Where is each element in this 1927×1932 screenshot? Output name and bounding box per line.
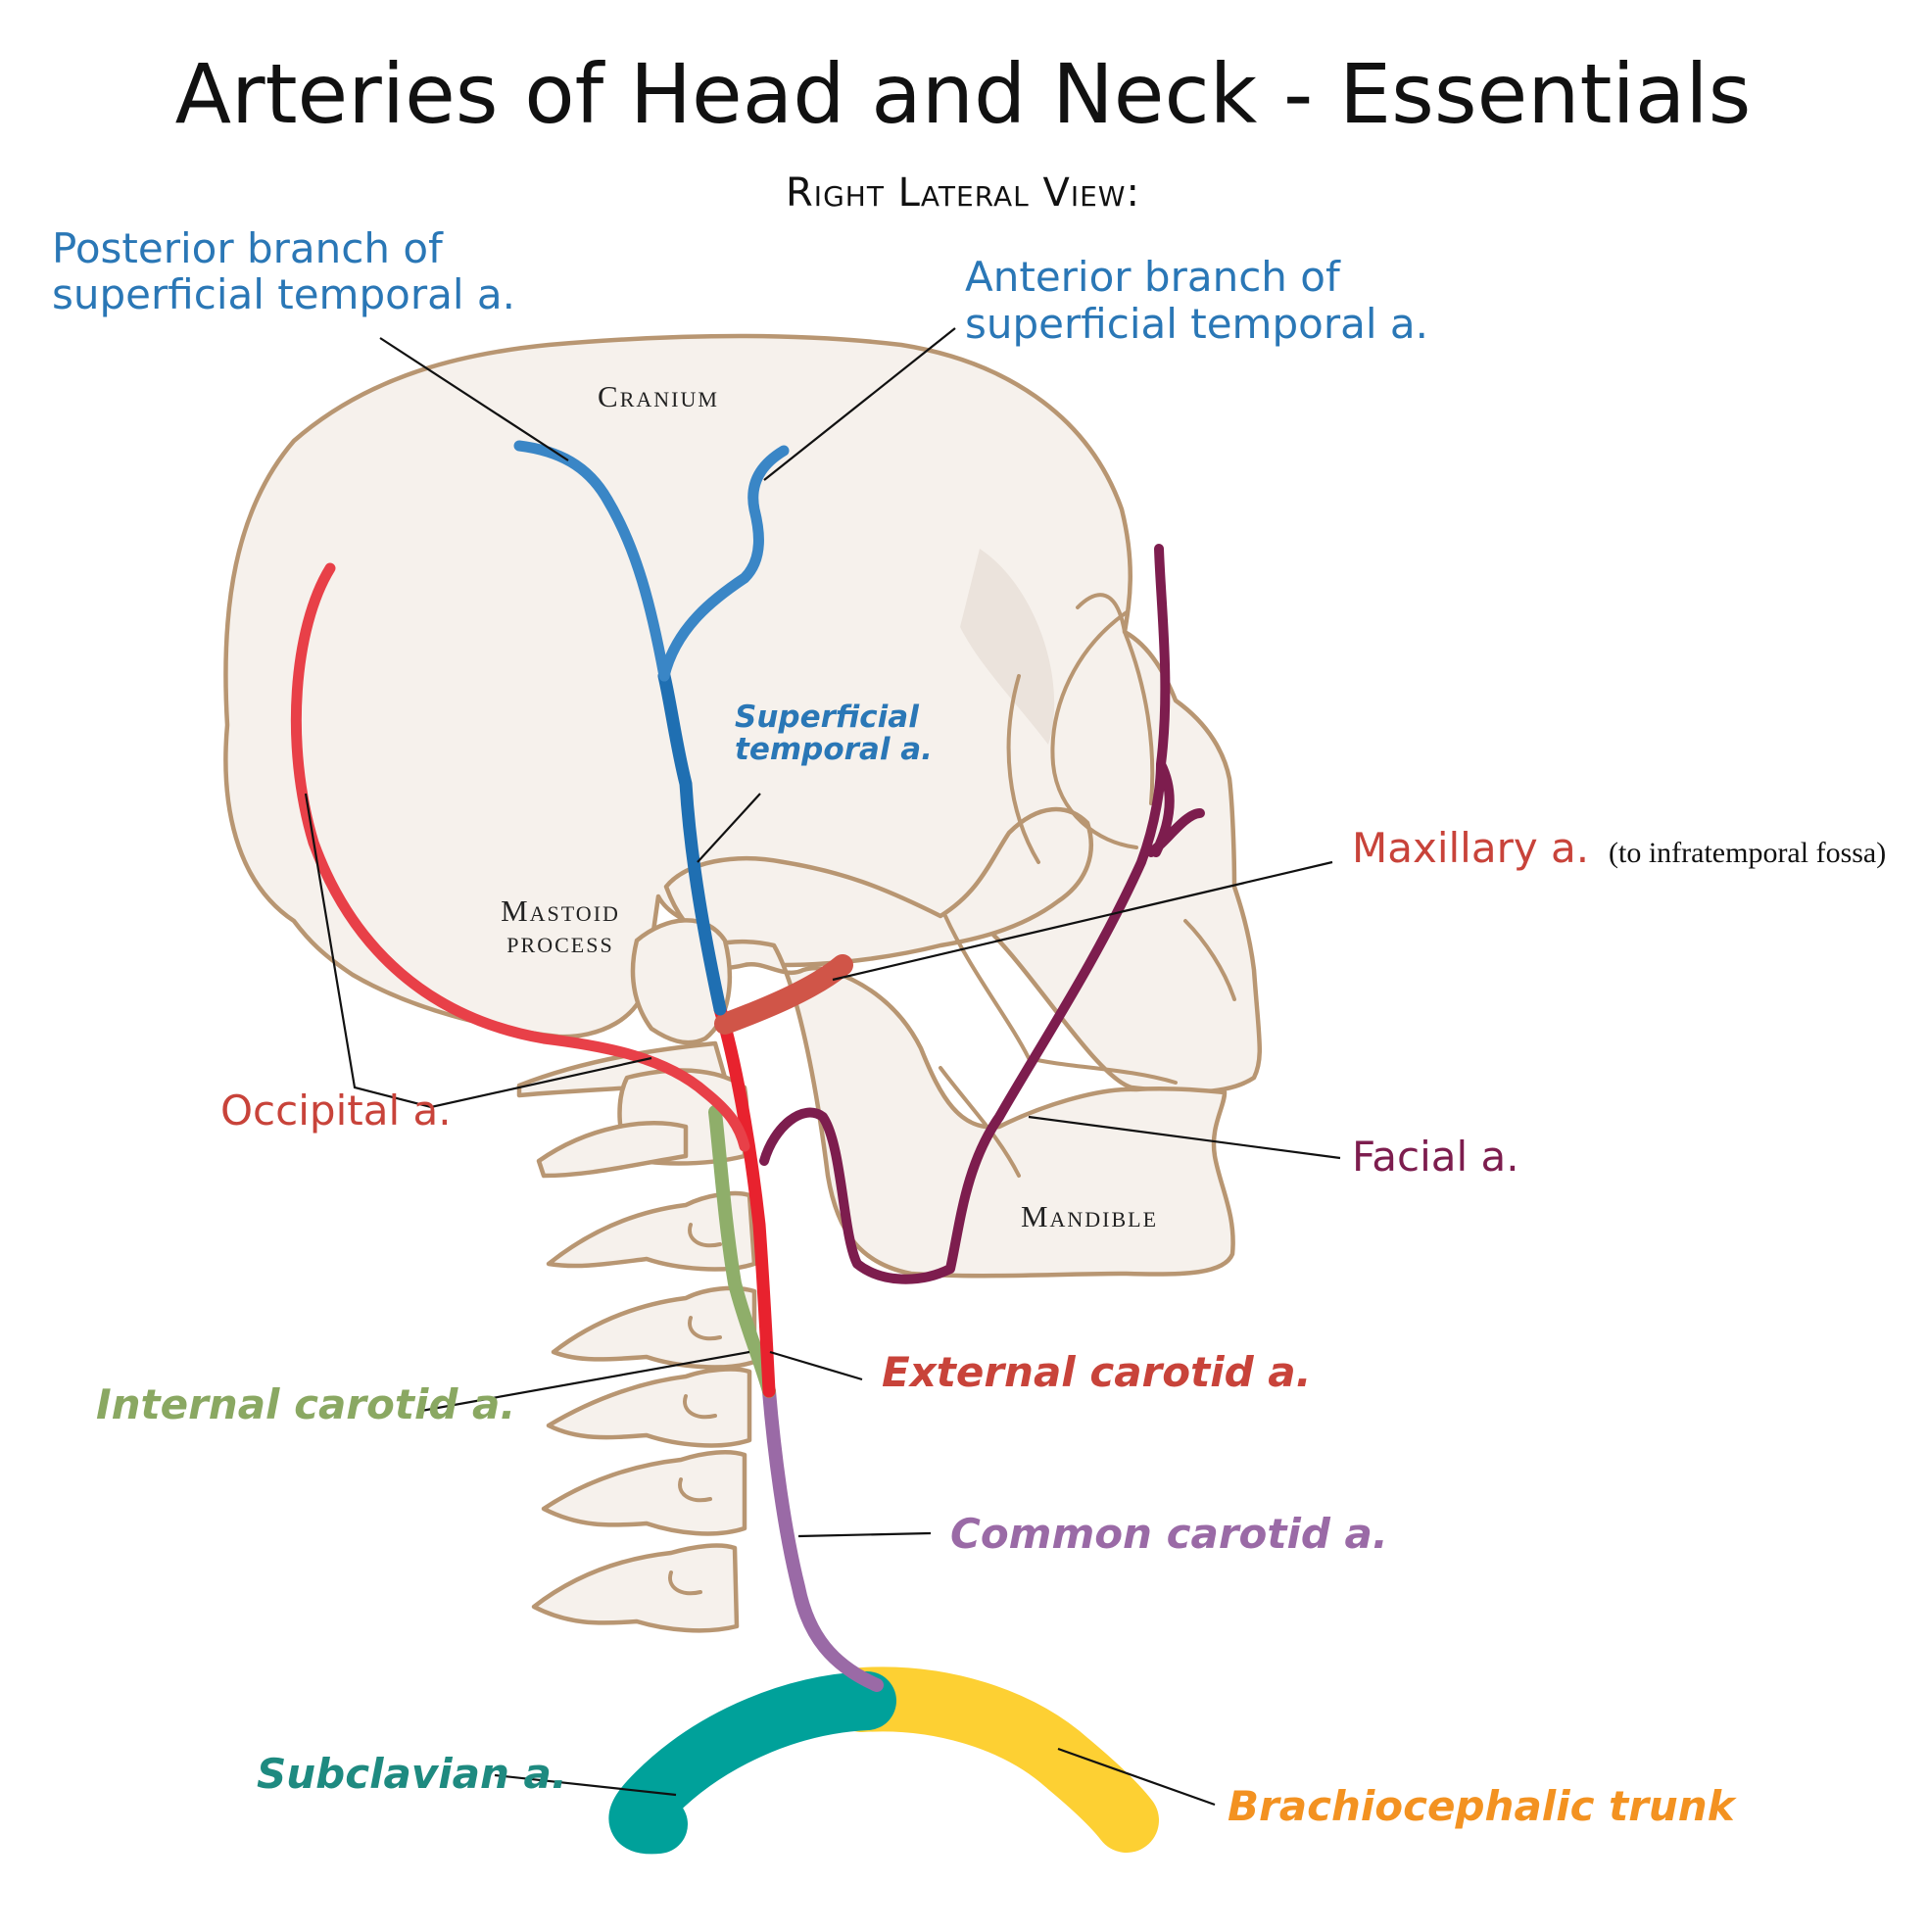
label-internal-carotid: Internal carotid a. — [96, 1380, 515, 1428]
facet-line-3 — [683, 1394, 717, 1420]
leader-common-carotid — [797, 1531, 932, 1538]
skull — [223, 333, 1262, 1094]
leader-posterior-branch — [379, 337, 569, 461]
facet-line-2 — [688, 1316, 722, 1341]
label-brachiocephalic: Brachiocephalic trunk — [1228, 1782, 1738, 1830]
leader-brachiocephalic — [1057, 1747, 1216, 1807]
facial-artery — [759, 544, 1205, 1284]
nasal-line — [1123, 630, 1155, 805]
vertebra-c6 — [541, 1450, 747, 1536]
internal-carotid-artery — [708, 1105, 776, 1398]
cranium-label: Cranium — [598, 379, 719, 413]
maxillary-artery — [714, 954, 853, 1035]
temporal-ridge — [1006, 674, 1040, 864]
external-carotid-artery — [713, 1002, 776, 1398]
leader-internal-carotid — [420, 1350, 750, 1413]
mandible — [683, 939, 1235, 1279]
label-anterior-branch-line2: superficial temporal a. — [965, 300, 1428, 348]
leader-maxillary — [832, 860, 1333, 982]
maxilla-inner — [1183, 919, 1236, 1001]
mandible-label: Mandible — [1021, 1199, 1158, 1233]
subclavian-artery — [608, 1671, 896, 1855]
leader-lines — [304, 327, 1341, 1807]
vertebra-c7 — [531, 1543, 740, 1633]
leader-anterior-branch — [763, 327, 956, 481]
label-posterior-branch-line1: Posterior branch of — [52, 224, 444, 272]
label-posterior-branch-line2: superficial temporal a. — [52, 270, 515, 318]
label-subclavian: Subclavian a. — [257, 1750, 567, 1798]
mandible-notch — [939, 1066, 1021, 1178]
common-carotid-artery — [762, 1384, 884, 1692]
zygomatic-arch — [663, 806, 1093, 968]
leader-facial — [1028, 1115, 1341, 1160]
leader-external-carotid — [769, 1350, 863, 1381]
label-superficial-temporal-line1: Superficial — [735, 700, 919, 735]
arteries — [290, 440, 1205, 1855]
vertebra-c3 — [546, 1190, 757, 1272]
cranium-shading — [960, 549, 1055, 745]
vertebra-c2-process — [536, 1121, 689, 1179]
facet-line-4 — [678, 1477, 712, 1503]
anterior-branch-superficial-temporal — [658, 445, 790, 682]
vertebra-c5 — [546, 1367, 752, 1448]
brow-line — [1076, 593, 1127, 634]
label-anterior-branch-line1: Anterior branch of — [965, 253, 1341, 301]
label-maxillary: Maxillary a. — [1352, 824, 1589, 872]
eye-orbit — [1050, 610, 1138, 849]
vertebra-c4 — [551, 1285, 757, 1370]
label-superficial-temporal-line2: temporal a. — [735, 732, 933, 767]
leader-occipital — [304, 793, 652, 1109]
facet-line-5 — [668, 1570, 702, 1596]
leader-superficial-temporal — [697, 793, 761, 863]
brachiocephalic-trunk — [830, 1666, 1159, 1853]
leader-subclavian — [494, 1773, 677, 1797]
occipital-artery — [290, 562, 750, 1152]
diagram-title: Arteries of Head and Neck - Essentials — [175, 46, 1752, 142]
label-occipital: Occipital a. — [220, 1087, 452, 1135]
label-facial: Facial a. — [1352, 1133, 1519, 1181]
label-external-carotid: External carotid a. — [882, 1348, 1312, 1396]
posterior-branch-superficial-temporal — [513, 440, 670, 682]
facet-line-1 — [688, 1223, 722, 1248]
label-common-carotid: Common carotid a. — [950, 1510, 1388, 1558]
cervical-spine — [516, 1040, 757, 1633]
diagram-subtitle: Right Lateral View: — [786, 170, 1140, 216]
mandible-outline — [683, 939, 1235, 1279]
mastoid-label-line2: process — [506, 925, 613, 959]
label-maxillary-note: (to infratemporal fossa) — [1609, 837, 1886, 869]
superficial-temporal-artery — [657, 669, 727, 1016]
mastoid-label-line1: Mastoid — [501, 894, 620, 928]
